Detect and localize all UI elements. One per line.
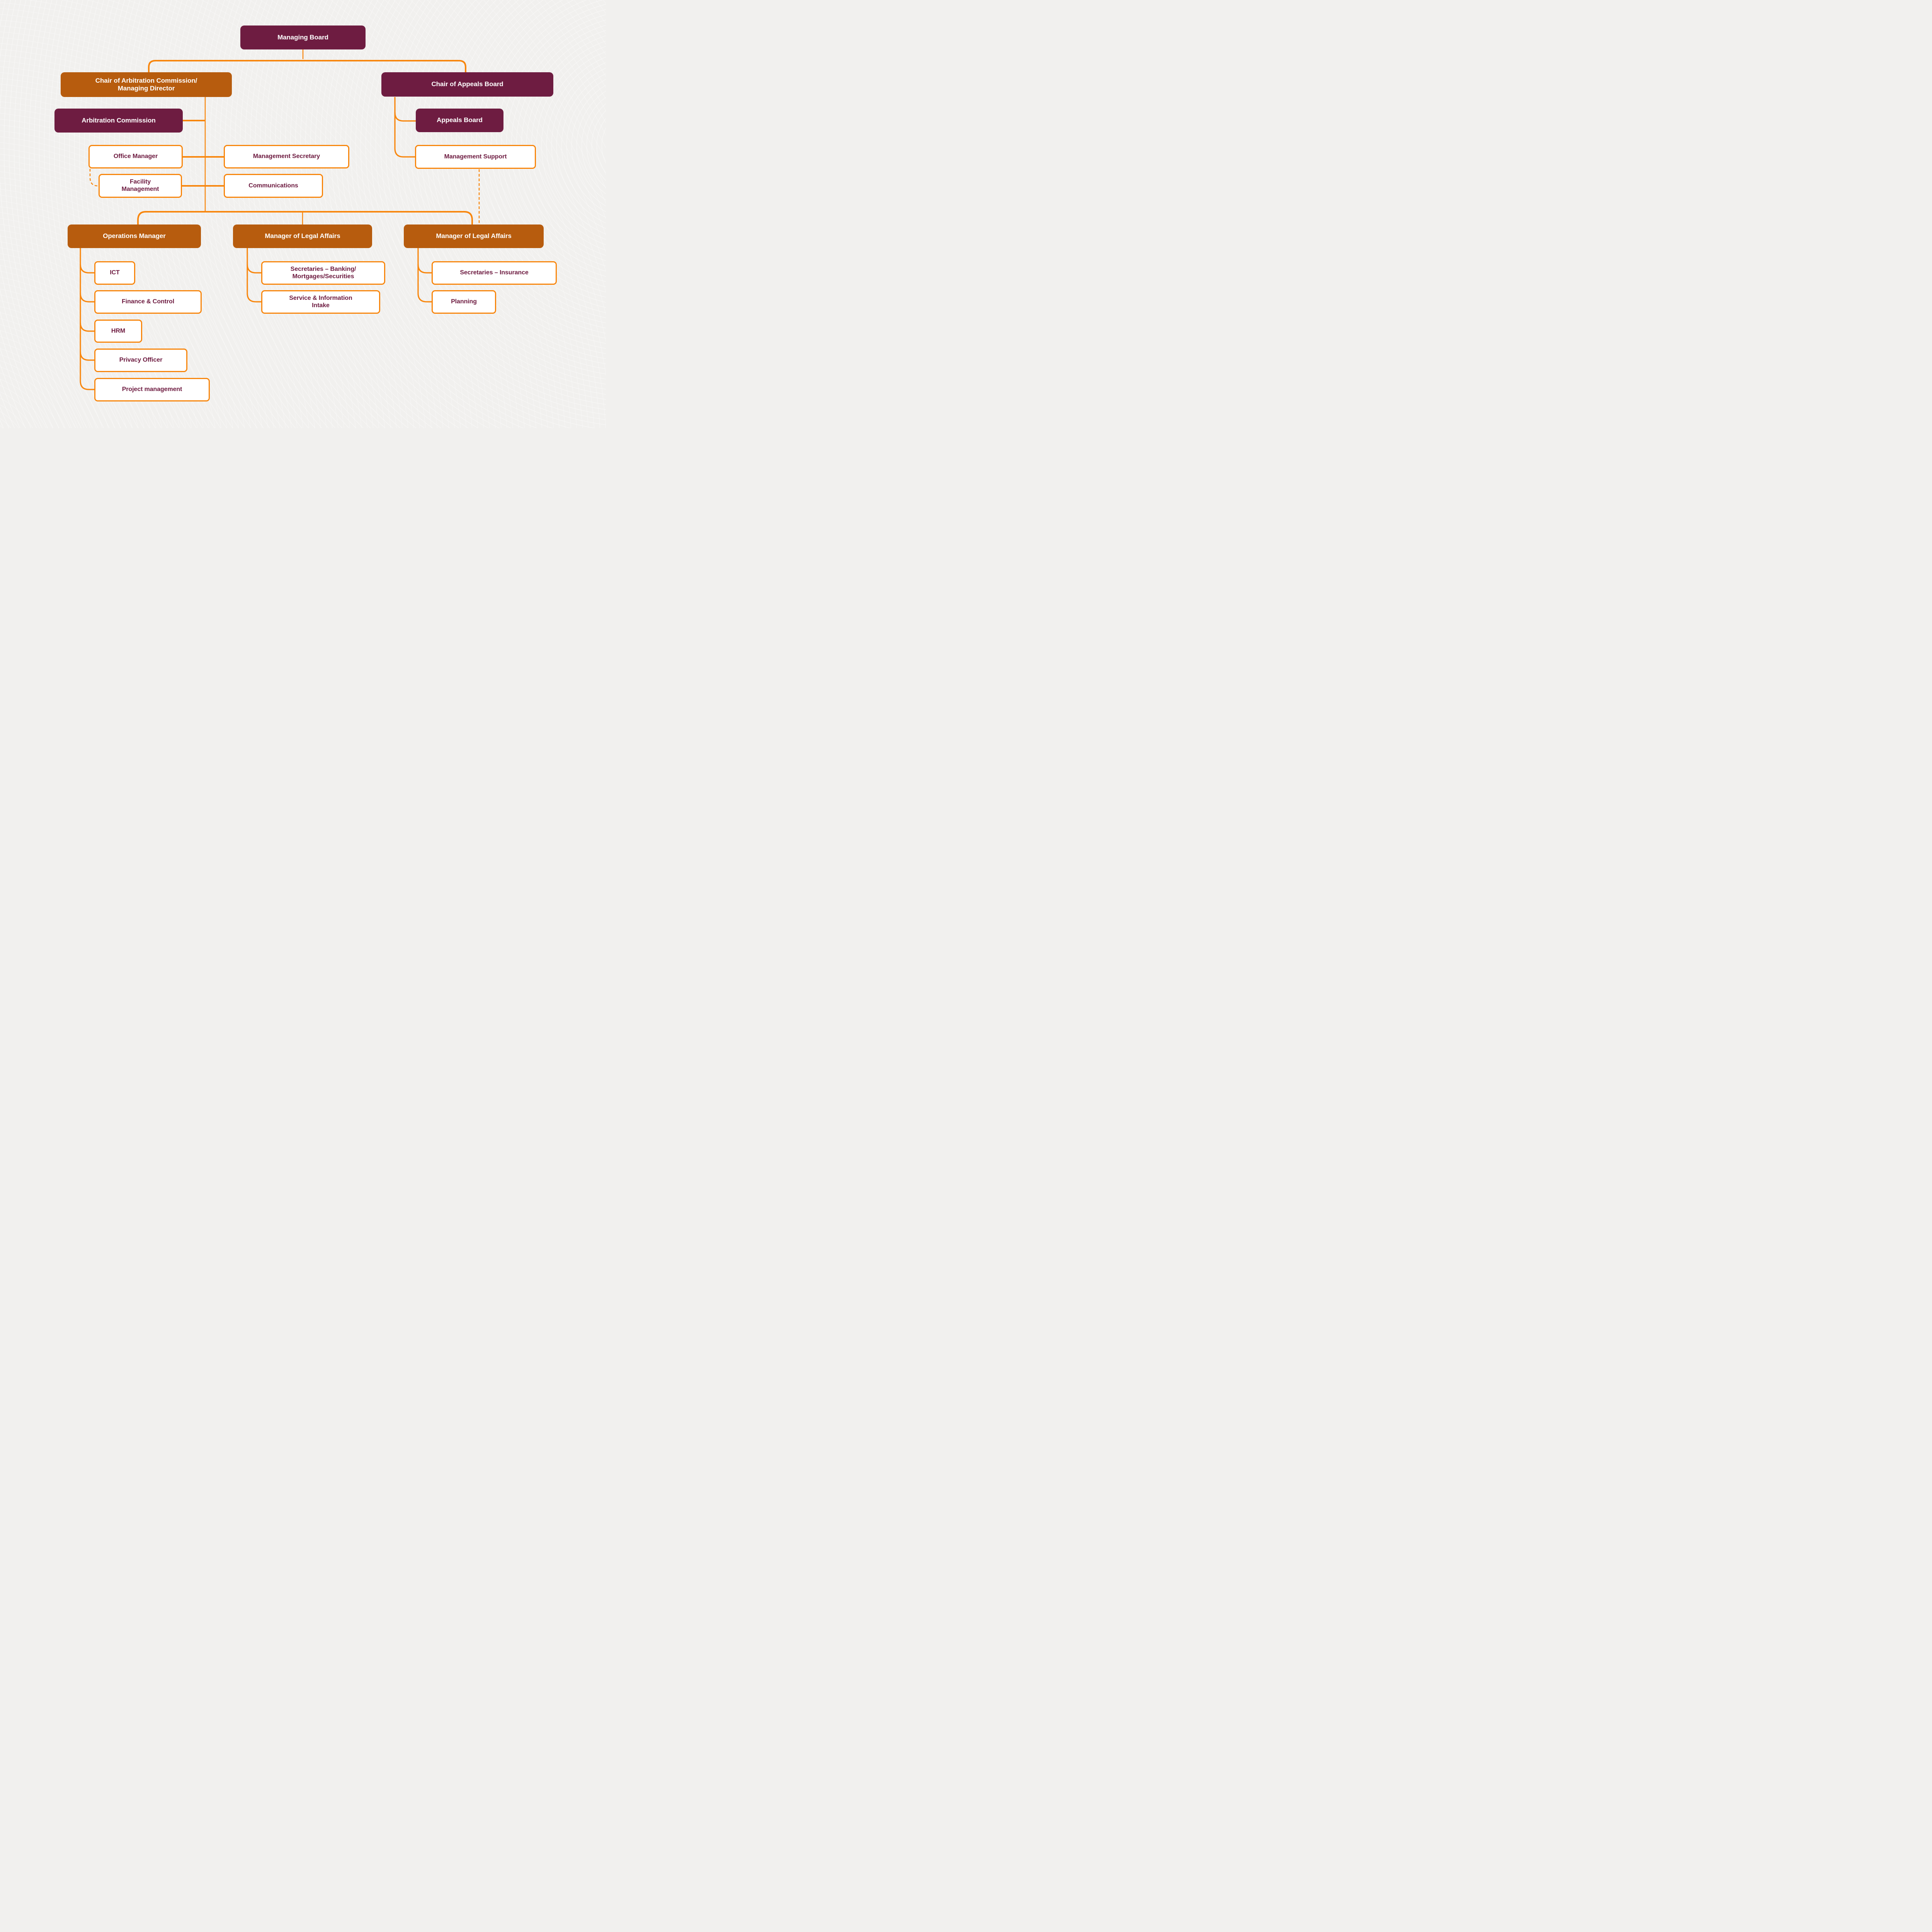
node-label: Finance & Control xyxy=(121,298,175,305)
node-label: Privacy Officer xyxy=(119,357,163,364)
node-communications: Communications xyxy=(224,174,323,198)
connector-appeals-board-elbow xyxy=(394,112,416,122)
node-label: Chair of Appeals Board xyxy=(431,80,503,88)
node-chair-appeals-board: Chair of Appeals Board xyxy=(381,72,553,97)
node-label: Chair of Arbitration Commission/ Managin… xyxy=(95,77,197,92)
node-appeals-board: Appeals Board xyxy=(416,109,503,132)
node-label: Service & Information Intake xyxy=(289,294,352,309)
connector-secretaries-insurance-elbow xyxy=(417,264,432,274)
connector-legal2-spine xyxy=(417,248,432,303)
node-arbitration-commission: Arbitration Commission xyxy=(54,109,183,133)
node-label: Management Support xyxy=(444,153,507,160)
connector-ict-elbow xyxy=(80,264,94,274)
node-label: Project management xyxy=(122,386,182,393)
org-chart-canvas: Managing Board Chair of Arbitration Comm… xyxy=(0,0,606,428)
connector-finance-elbow xyxy=(80,293,94,303)
node-managing-board: Managing Board xyxy=(240,26,366,49)
node-label: Office Manager xyxy=(113,153,158,160)
connector-legal1-spine xyxy=(247,248,261,303)
node-service-information-intake: Service & Information Intake xyxy=(261,290,380,314)
node-privacy-officer: Privacy Officer xyxy=(94,349,187,372)
node-manager-legal-affairs-1: Manager of Legal Affairs xyxy=(233,224,372,248)
node-ict: ICT xyxy=(94,261,135,285)
connector-hrm-elbow xyxy=(80,322,94,332)
node-management-secretary: Management Secretary xyxy=(224,145,349,168)
node-label: Secretaries – Banking/ Mortgages/Securit… xyxy=(290,265,356,280)
node-label: Appeals Board xyxy=(437,116,483,124)
connector-operations-spine xyxy=(80,248,94,390)
node-label: Planning xyxy=(451,298,477,305)
node-chair-arbitration-commission: Chair of Arbitration Commission/ Managin… xyxy=(61,72,232,97)
node-label: Arbitration Commission xyxy=(82,116,156,124)
connector-appeals-spine xyxy=(394,97,415,158)
node-label: Secretaries – Insurance xyxy=(460,269,529,276)
node-hrm: HRM xyxy=(94,320,142,343)
node-planning: Planning xyxy=(432,290,496,314)
node-operations-manager: Operations Manager xyxy=(68,224,201,248)
connector-level3-branch xyxy=(137,211,473,224)
connector-office-to-facility-dashed xyxy=(89,169,98,187)
node-finance-control: Finance & Control xyxy=(94,290,202,314)
node-management-support: Management Support xyxy=(415,145,536,169)
connector-layer xyxy=(80,49,480,390)
node-label: HRM xyxy=(111,327,126,334)
node-label: ICT xyxy=(110,269,120,276)
node-label: Facility Management xyxy=(121,179,159,192)
node-manager-legal-affairs-2: Manager of Legal Affairs xyxy=(404,224,544,248)
node-secretaries-insurance: Secretaries – Insurance xyxy=(432,261,557,285)
node-label: Managing Board xyxy=(277,33,328,41)
node-label: Operations Manager xyxy=(103,232,166,240)
node-secretaries-banking: Secretaries – Banking/ Mortgages/Securit… xyxy=(261,261,385,285)
connector-top-branch xyxy=(148,60,466,72)
node-label: Communications xyxy=(248,182,298,189)
node-label: Manager of Legal Affairs xyxy=(265,232,340,240)
connector-privacy-elbow xyxy=(80,351,94,361)
node-label: Management Secretary xyxy=(253,153,320,160)
node-label: Manager of Legal Affairs xyxy=(436,232,512,240)
connector-secretaries-banking-elbow xyxy=(247,264,261,274)
node-project-management: Project management xyxy=(94,378,210,401)
node-office-manager: Office Manager xyxy=(88,145,183,168)
node-facility-management: Facility Management xyxy=(99,174,182,198)
